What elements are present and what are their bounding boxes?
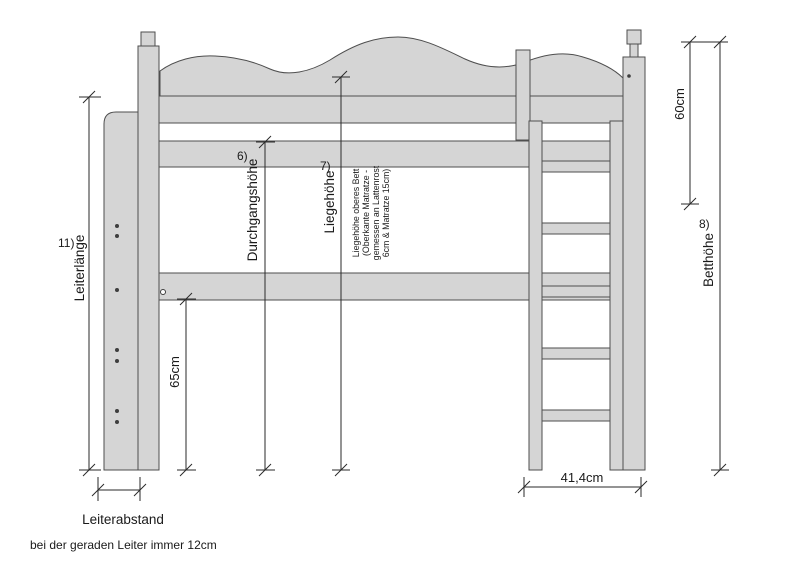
label-leiterlaenge: Leiterlänge xyxy=(72,235,87,302)
dim-liegehoehe: 7) Liegehöhe xyxy=(320,70,350,477)
label-ref-8: 8) xyxy=(699,217,710,231)
right-bedpost-knob xyxy=(626,29,642,45)
liegehoehe-note: Liegehöhe oberes Bett (Oberkante Matratz… xyxy=(351,165,391,260)
right-bedpost-hole xyxy=(627,74,631,78)
ladder-left-rail xyxy=(528,120,543,471)
lower-rail-hole xyxy=(160,289,166,295)
left-ladder-post xyxy=(103,111,141,471)
note-line-4: 6cm & Matratze 15cm) xyxy=(381,169,391,258)
ladder-rung xyxy=(541,160,611,173)
bed-frame xyxy=(103,29,646,471)
note-line-2: (Oberkante Matratze - xyxy=(361,170,371,256)
label-betthoehe: Betthöhe xyxy=(701,233,716,287)
dim-41-4cm: 41,4cm xyxy=(517,470,648,497)
ladder-right-rail xyxy=(609,120,624,471)
dim-leiterlaenge: 11) Leiterlänge xyxy=(58,90,101,477)
label-41-4cm: 41,4cm xyxy=(561,470,604,485)
right-bedpost xyxy=(622,56,646,471)
dim-60cm: 60cm xyxy=(672,35,728,211)
label-65cm: 65cm xyxy=(167,356,182,388)
note-line-3: gemessen an Lattenrost xyxy=(371,165,381,260)
dim-betthoehe: 8) Betthöhe xyxy=(699,35,729,477)
label-ref-6: 6) xyxy=(237,149,248,163)
dim-durchgangshoehe: 6) Durchgangshöhe xyxy=(237,135,275,477)
label-ref-11: 11) xyxy=(58,236,74,250)
ladder-rung xyxy=(541,222,611,235)
left-bedpost xyxy=(137,45,160,471)
ladder-hook xyxy=(515,49,531,141)
label-durchgangshoehe: Durchgangshöhe xyxy=(245,159,260,262)
left-bedpost-knob xyxy=(140,31,156,47)
label-leiterabstand: Leiterabstand xyxy=(82,512,164,527)
ladder xyxy=(515,49,624,471)
label-liegehoehe: Liegehöhe xyxy=(322,170,337,233)
right-bedpost-neck xyxy=(629,43,639,59)
top-rail xyxy=(158,95,625,124)
dim-65cm: 65cm xyxy=(167,292,196,477)
ladder-rung xyxy=(541,347,611,360)
ladder-rung xyxy=(541,409,611,422)
label-60cm: 60cm xyxy=(672,88,687,120)
ladder-rung xyxy=(541,285,611,298)
headboard-panel xyxy=(159,36,624,101)
note-line-1: Liegehöhe oberes Bett xyxy=(351,168,361,257)
dim-leiterabstand: Leiterabstand xyxy=(82,477,164,527)
ladder-post-holes xyxy=(115,224,119,424)
label-ref-7: 7) xyxy=(320,159,331,173)
footnote-text: bei der geraden Leiter immer 12cm xyxy=(30,538,217,552)
